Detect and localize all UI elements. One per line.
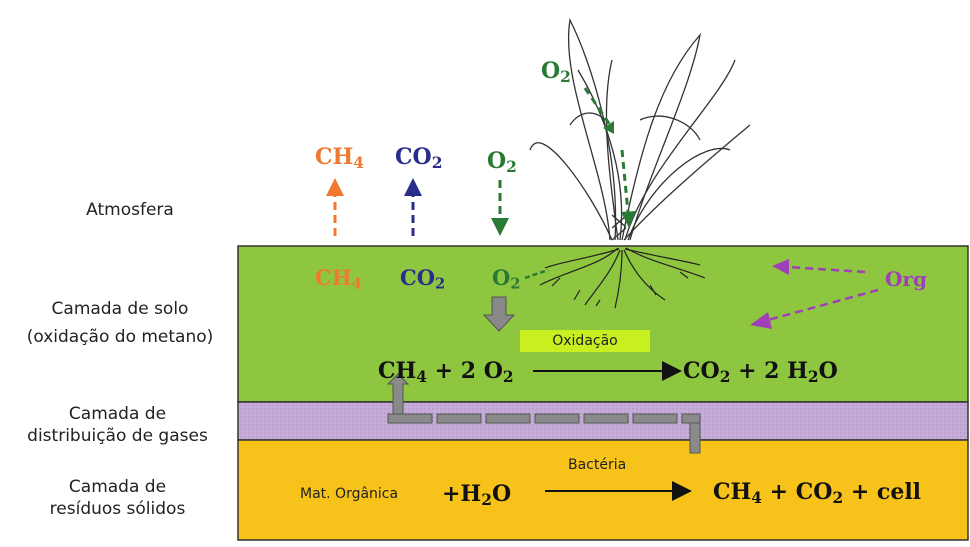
org-arrow-lower — [750, 288, 879, 329]
co2-up-arrow — [404, 178, 422, 236]
waste-layer-label-line2: resíduos sólidos — [49, 499, 186, 519]
soil-layer-label-line2: (oxidação do metano) — [26, 327, 214, 347]
gas-pipe — [386, 373, 701, 454]
plant-o2-arrow — [583, 87, 636, 228]
soil-down-arrow — [482, 296, 516, 332]
soil-ch4-label: CH4 — [315, 265, 362, 293]
plant-roots — [539, 247, 706, 309]
atm-o2-label: O2 — [487, 148, 517, 176]
soil-layer-label-line1: Camada de solo — [51, 299, 189, 319]
oxidation-products: CO2 + 2 H2O — [683, 358, 838, 386]
water-label: +H2O — [442, 481, 512, 509]
gas-layer-label: Camada de distribuição de gases — [0, 403, 235, 447]
soil-layer-label: Camada de solo (oxidação do metano) — [0, 298, 240, 348]
bacteria-label: Bactéria — [568, 457, 627, 473]
atm-co2-label: CO2 — [395, 144, 443, 172]
plant-o2-label: O2 — [541, 58, 571, 86]
soil-o2-label: O2 — [492, 265, 521, 293]
soil-co2-label: CO2 — [400, 265, 446, 293]
org-label: Org — [885, 267, 927, 291]
waste-layer-label: Camada de resíduos sólidos — [0, 476, 235, 520]
atmosphere-label: Atmosfera — [86, 200, 174, 220]
gas-layer-label-line2: distribuição de gases — [27, 426, 208, 446]
o2-root-arrow — [524, 268, 549, 280]
o2-down-arrow — [491, 180, 509, 236]
org-arrow-upper — [772, 259, 866, 275]
oxidation-reactants: CH4 + 2 O2 — [378, 358, 514, 386]
waste-layer-label-line1: Camada de — [68, 477, 167, 497]
atm-ch4-label: CH4 — [315, 144, 365, 172]
rice-plant — [529, 17, 751, 241]
gas-layer-label-line1: Camada de — [68, 404, 167, 424]
organic-matter-label: Mat. Orgânica — [300, 486, 399, 502]
oxidation-label: Oxidação — [520, 330, 650, 352]
waste-products: CH4 + CO2 + cell — [713, 479, 922, 507]
ch4-up-arrow — [326, 178, 344, 236]
